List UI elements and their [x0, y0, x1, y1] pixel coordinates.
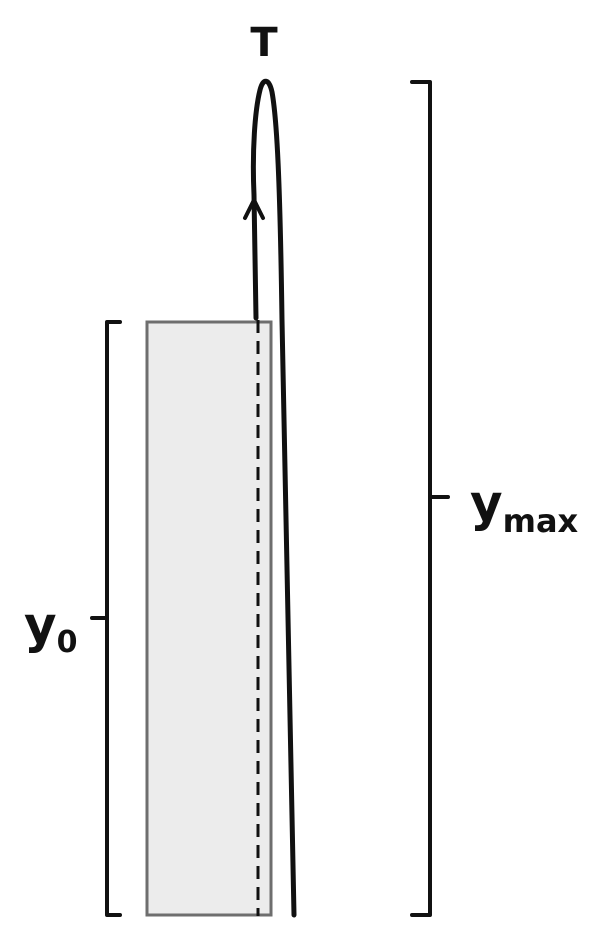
max-height-label: ymax — [470, 474, 579, 540]
initial-height-bracket — [90, 320, 122, 917]
initial-height-var: y — [24, 596, 57, 654]
trajectory-curve — [250, 78, 297, 918]
initial-height-sub: 0 — [57, 625, 78, 660]
building-block — [145, 320, 273, 917]
apex-label: T — [250, 20, 278, 66]
max-height-bracket — [410, 80, 450, 917]
initial-height-label: y0 — [24, 596, 77, 660]
max-height-sub: max — [503, 502, 579, 540]
max-height-var: y — [470, 474, 503, 532]
up-arrow-icon — [243, 198, 265, 220]
